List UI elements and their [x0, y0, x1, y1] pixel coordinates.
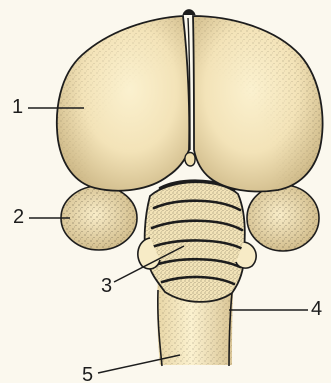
pineal-bottom	[185, 153, 195, 167]
pineal-top	[183, 10, 195, 15]
label-5: 5	[82, 365, 93, 383]
label-3: 3	[101, 276, 112, 296]
label-4: 4	[311, 299, 322, 319]
label-1: 1	[12, 97, 23, 117]
label-2: 2	[13, 207, 24, 227]
